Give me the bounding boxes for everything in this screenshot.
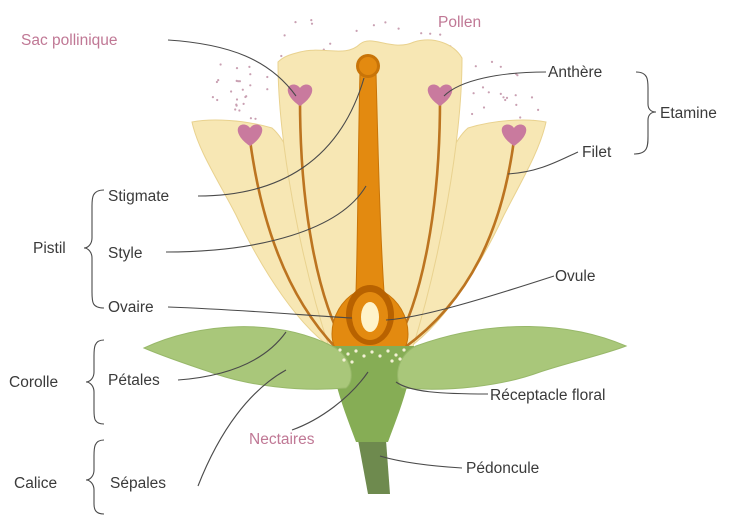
- pollen-grain: [235, 104, 237, 106]
- pollen-grain: [329, 43, 331, 45]
- label-sac-pollinique: Sac pollinique: [21, 32, 118, 49]
- stigma: [356, 54, 380, 78]
- brace-corolle: [86, 340, 104, 424]
- label-anthere: Anthère: [548, 64, 602, 81]
- label-corolle: Corolle: [9, 374, 58, 391]
- pollen-grain: [216, 81, 218, 83]
- pollen-grain: [245, 95, 247, 97]
- label-pedoncule: Pédoncule: [466, 460, 539, 477]
- pollen-grain: [249, 73, 251, 75]
- pollen-grain: [236, 98, 238, 100]
- pollen-grain: [420, 32, 422, 34]
- brace-calice: [86, 440, 104, 514]
- peduncle: [358, 440, 390, 494]
- label-ovule: Ovule: [555, 268, 596, 285]
- pollen-grain: [237, 80, 239, 82]
- label-ovaire: Ovaire: [108, 299, 154, 316]
- pollen-grain: [471, 113, 473, 115]
- label-calice: Calice: [14, 475, 57, 492]
- pollen-grain: [482, 86, 484, 88]
- pollen-grain: [373, 24, 375, 26]
- pollen-grain: [502, 96, 504, 98]
- pollen-grain: [506, 97, 508, 99]
- pollen-grain: [516, 74, 518, 76]
- pollen-grain: [250, 117, 252, 119]
- brace-etamine: [634, 72, 656, 154]
- pollen-grain: [488, 91, 490, 93]
- pollen-grain: [294, 21, 296, 23]
- pollen-grain: [238, 109, 240, 111]
- pollen-grain: [500, 66, 502, 68]
- label-nectaires: Nectaires: [249, 431, 315, 448]
- pollen-grain: [515, 104, 517, 106]
- pollen-grain: [254, 118, 256, 120]
- pollen-grain: [356, 30, 358, 32]
- pollen-grain: [242, 89, 244, 91]
- pollen-grain: [249, 84, 251, 86]
- pollen-grain: [234, 108, 236, 110]
- pollen-grain: [515, 94, 517, 96]
- label-stigmate: Stigmate: [108, 188, 169, 205]
- label-pollen: Pollen: [438, 14, 481, 31]
- sepal-right: [398, 326, 626, 389]
- pollen-grain: [310, 19, 312, 21]
- pollen-grain: [220, 63, 222, 65]
- label-receptacle: Réceptacle floral: [490, 387, 605, 404]
- pollen-grain: [212, 96, 214, 98]
- pollen-grain: [284, 34, 286, 36]
- brace-pistil: [84, 190, 104, 308]
- pollen-grain: [504, 99, 506, 101]
- pollen-grain: [537, 109, 539, 111]
- pollen-grain: [384, 21, 386, 23]
- label-pistil: Pistil: [33, 240, 66, 257]
- pollen-grain: [473, 92, 475, 94]
- pollen-grain: [266, 76, 268, 78]
- pollen-grain: [519, 116, 521, 118]
- pollen-grain: [236, 67, 238, 69]
- pollen-grain: [217, 79, 219, 81]
- pollen-grain: [429, 33, 431, 35]
- pollen-grain: [483, 106, 485, 108]
- pollen-grain: [280, 55, 282, 57]
- pollen-grain: [230, 90, 232, 92]
- pollen-grain: [531, 96, 533, 98]
- label-petales: Pétales: [108, 372, 160, 389]
- label-sepales: Sépales: [110, 475, 166, 492]
- pollen-grain: [439, 34, 441, 36]
- pollen-grain: [248, 66, 250, 68]
- pollen-grain: [243, 103, 245, 105]
- label-style: Style: [108, 245, 142, 262]
- pollen-grain: [475, 65, 477, 67]
- pollen-grain: [311, 23, 313, 25]
- label-etamine: Etamine: [660, 105, 717, 122]
- pollen-grain: [216, 99, 218, 101]
- ovule-shape: [361, 302, 379, 332]
- pollen-grain: [500, 93, 502, 95]
- pollen-grain: [398, 28, 400, 30]
- pollen-grain: [491, 61, 493, 63]
- label-filet: Filet: [582, 144, 612, 161]
- pollen-grain: [266, 88, 268, 90]
